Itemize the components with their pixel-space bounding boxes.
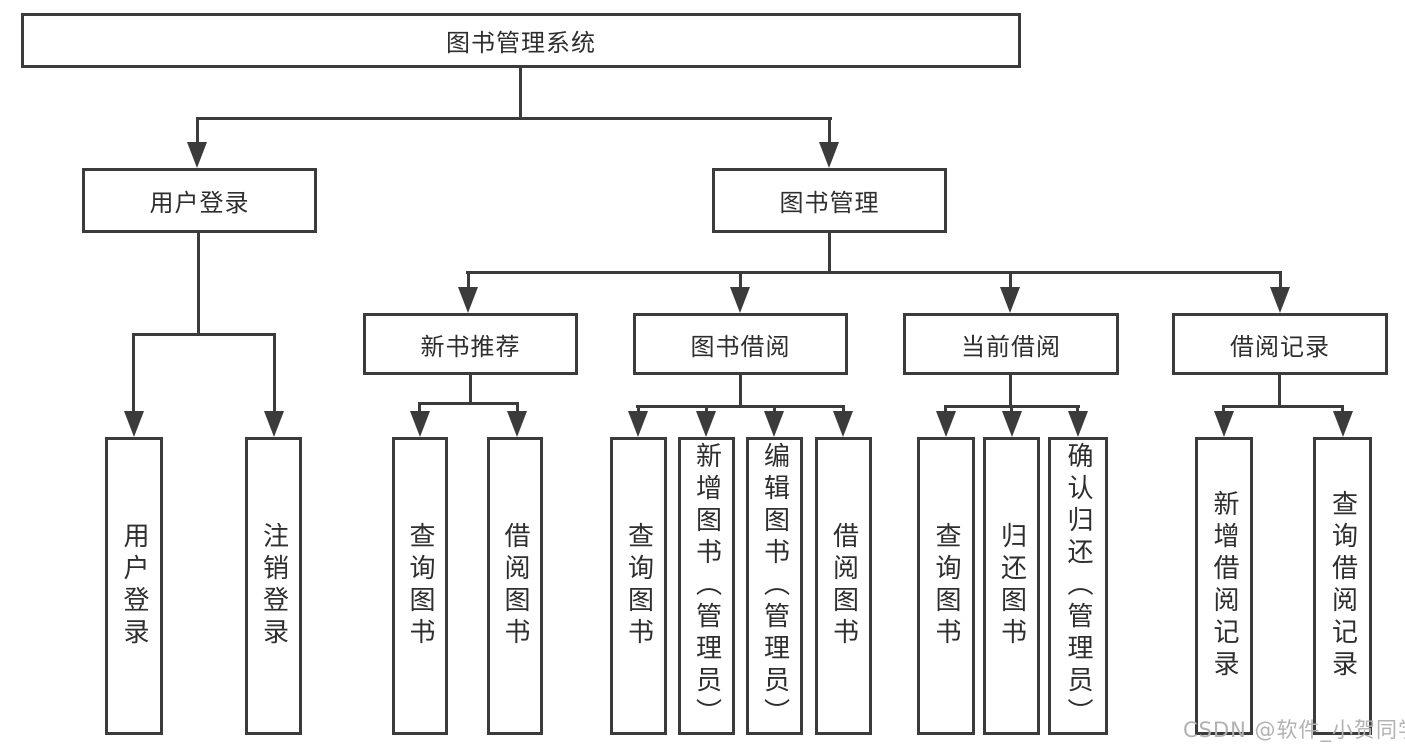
arrow-down-icon — [1000, 287, 1020, 313]
node-label: 查询图书 — [931, 522, 961, 650]
arrow-down-icon — [764, 411, 784, 437]
node-query-books-recommend: 查询图书 — [392, 437, 448, 735]
node-user-login-action: 用户登录 — [105, 437, 163, 735]
node-book-management: 图书管理 — [712, 168, 947, 233]
connector-v-line — [1279, 271, 1282, 293]
node-label: 编辑图书（管理员） — [759, 442, 790, 730]
node-label: 用户登录 — [149, 189, 250, 217]
connector-h-line — [418, 402, 519, 405]
connector-v-line — [1076, 405, 1079, 416]
arrow-down-icon — [507, 411, 527, 437]
node-label: 新增图书（管理员） — [691, 442, 722, 730]
node-edit-books-admin: 编辑图书（管理员） — [746, 437, 803, 735]
node-add-books-admin: 新增图书（管理员） — [678, 437, 735, 735]
arrow-down-icon — [628, 411, 648, 437]
node-borrow-books-recommend: 借阅图书 — [487, 437, 543, 735]
node-label: 借阅图书 — [500, 522, 530, 650]
connector-v-line — [1278, 375, 1281, 408]
connector-v-line — [842, 405, 845, 416]
arrow-down-icon — [264, 411, 284, 437]
node-confirm-return-admin: 确认归还（管理员） — [1048, 437, 1108, 735]
node-borrowing-records: 借阅记录 — [1172, 313, 1388, 375]
arrow-down-icon — [833, 411, 853, 437]
arrow-down-icon — [410, 411, 430, 437]
connector-v-line — [1010, 405, 1013, 416]
connector-v-line — [705, 405, 708, 416]
connector-v-line — [637, 405, 640, 416]
arrow-down-icon — [936, 411, 956, 437]
node-label: 图书管理 — [779, 189, 880, 217]
node-label: 查询图书 — [623, 522, 654, 650]
node-query-borrow-record: 查询借阅记录 — [1313, 437, 1372, 735]
connector-h-line — [466, 271, 1282, 274]
connector-h-line — [1222, 405, 1344, 408]
csdn-watermark: CSDN @软件_小贺同学 — [1183, 718, 1405, 742]
arrow-down-icon — [124, 411, 144, 437]
connector-v-line — [739, 375, 742, 408]
connector-h-line — [196, 117, 832, 120]
node-label: 查询借阅记录 — [1327, 490, 1358, 682]
node-label: 图书借阅 — [690, 332, 791, 361]
node-label: 查询图书 — [405, 522, 435, 650]
connector-v-line — [1009, 375, 1012, 408]
connector-v-line — [469, 375, 472, 405]
connector-v-line — [273, 333, 276, 415]
node-label: 图书管理系统 — [446, 29, 596, 57]
node-label: 归还图书 — [996, 522, 1027, 650]
connector-h-line — [636, 405, 845, 408]
arrow-down-icon — [819, 142, 839, 168]
node-new-book-recommend: 新书推荐 — [363, 313, 578, 375]
node-user-login: 用户登录 — [82, 168, 317, 233]
connector-v-line — [828, 233, 831, 274]
node-query-books-borrow: 查询图书 — [610, 437, 667, 735]
connector-v-line — [739, 271, 742, 293]
node-label: 用户登录 — [119, 522, 149, 650]
connector-v-line — [519, 68, 522, 120]
arrow-down-icon — [1270, 287, 1290, 313]
node-label: 当前借阅 — [961, 332, 1061, 361]
arrow-down-icon — [1333, 411, 1353, 437]
node-library-management-system: 图书管理系统 — [21, 13, 1021, 68]
connector-v-line — [773, 405, 776, 416]
node-logout-action: 注销登录 — [245, 437, 302, 735]
node-label: 新增借阅记录 — [1209, 490, 1239, 682]
connector-v-line — [828, 117, 831, 148]
connector-v-line — [944, 405, 947, 416]
arrow-down-icon — [730, 287, 750, 313]
connector-h-line — [132, 333, 276, 336]
arrow-down-icon — [1002, 411, 1022, 437]
node-borrow-books: 借阅图书 — [815, 437, 872, 735]
connector-v-line — [197, 233, 200, 336]
node-label: 确认归还（管理员） — [1063, 442, 1093, 730]
connector-v-line — [1222, 405, 1225, 416]
connector-v-line — [467, 271, 470, 293]
arrow-down-icon — [1214, 411, 1234, 437]
node-query-books-current: 查询图书 — [917, 437, 975, 735]
node-return-books: 归还图书 — [983, 437, 1040, 735]
arrow-down-icon — [458, 287, 478, 313]
connector-v-line — [1009, 271, 1012, 293]
arrow-down-icon — [187, 142, 207, 168]
arrow-down-icon — [696, 411, 716, 437]
node-label: 借阅图书 — [828, 522, 859, 650]
arrow-down-icon — [1068, 411, 1088, 437]
connector-v-line — [1341, 405, 1344, 416]
node-current-borrowing: 当前借阅 — [903, 313, 1119, 375]
node-book-borrowing: 图书借阅 — [633, 313, 848, 375]
node-label: 借阅记录 — [1230, 332, 1330, 361]
node-label: 新书推荐 — [420, 332, 521, 361]
connector-v-line — [196, 117, 199, 148]
connector-v-line — [132, 333, 135, 415]
connector-v-line — [516, 402, 519, 416]
node-label: 注销登录 — [258, 522, 289, 650]
node-add-borrow-record: 新增借阅记录 — [1195, 437, 1253, 735]
connector-v-line — [418, 402, 421, 416]
